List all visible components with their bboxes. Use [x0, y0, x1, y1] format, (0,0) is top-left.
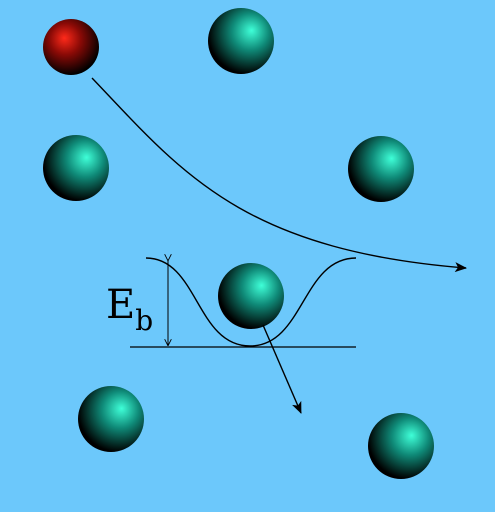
lattice-particle — [368, 413, 434, 479]
bound-particle — [218, 263, 284, 329]
label-main: E — [106, 282, 135, 328]
lattice-particle — [43, 135, 109, 201]
binding-energy-label: Eb — [106, 282, 153, 337]
potential-well-curve — [145, 257, 357, 347]
lattice-particle — [78, 386, 144, 452]
incoming-trajectory-arrow — [91, 77, 467, 273]
lattice-particle — [208, 8, 274, 74]
label-subscript: b — [135, 304, 153, 337]
incoming-red-particle — [43, 19, 99, 75]
lattice-particle — [348, 136, 414, 202]
ejection-arrow — [262, 324, 302, 414]
